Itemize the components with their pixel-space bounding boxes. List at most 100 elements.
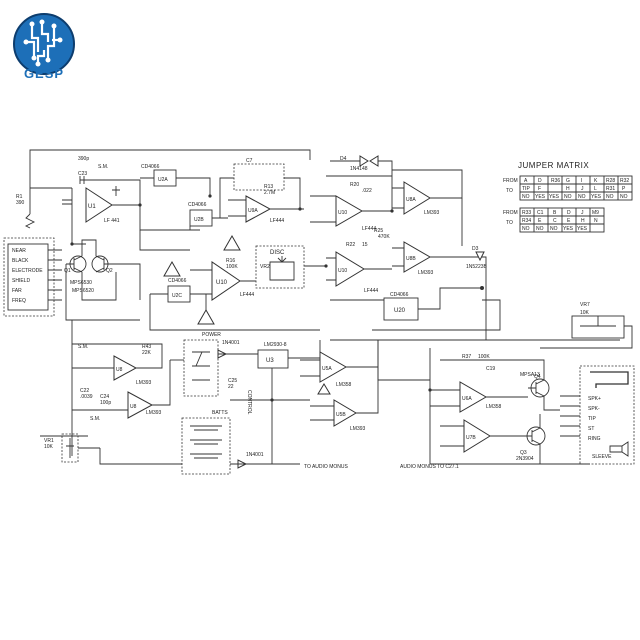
power-section: POWER 1N4001 BATTS 1N4001 LM2930-8 U3 C2… — [181, 332, 348, 475]
vr7-label: VR7 — [580, 302, 590, 308]
jack-ring: RING — [588, 436, 601, 442]
coil-black-label: BLACK — [12, 258, 29, 264]
jm1-h2: R36 — [551, 178, 560, 184]
r20-label: R20 — [350, 182, 359, 188]
jack-spk-plus: SPK+ — [588, 396, 601, 402]
c22-label: C22 — [80, 388, 89, 394]
vr1-label: VR1 — [44, 438, 54, 444]
coil-near-label: NEAR — [12, 248, 26, 254]
u8a-opamp — [403, 181, 431, 215]
jm2-h3: D — [567, 210, 571, 216]
q4-label: Q4 — [534, 374, 541, 380]
jm1-y5: YES — [591, 194, 602, 200]
u9-stage: C7 U9A R13 2.7M LF444 — [219, 158, 304, 224]
jm2-from-label: FROM — [503, 210, 518, 216]
disc-label: DISC — [270, 250, 285, 256]
u10d-label: U10 — [338, 268, 347, 274]
jm1-t3: J — [581, 186, 584, 192]
jm2-y0: NO — [522, 226, 530, 232]
u8b-label: U8B — [406, 256, 416, 262]
u5-chip-2: LM393 — [146, 410, 162, 416]
lf444-label-3: LF444 — [362, 226, 376, 232]
u10-label: U10 — [216, 280, 228, 286]
r20-value: .022 — [362, 188, 372, 194]
d4-label: D4 — [340, 156, 347, 162]
logo-text: GESP — [23, 66, 65, 81]
u9a-label: U9A — [248, 208, 258, 214]
jm2-t1: E — [538, 218, 542, 224]
u2c-label: U2C — [172, 293, 182, 299]
u8a-label: U8A — [406, 197, 416, 203]
jm1-t2: H — [566, 186, 570, 192]
jm1-h0: A — [524, 178, 528, 184]
r43-value: 22K — [142, 350, 152, 356]
u5-comparators: U5A LM358 U5B LM393 — [300, 340, 379, 432]
jm1-h5: K — [594, 178, 598, 184]
jm1-to-label: TO — [506, 188, 513, 194]
u5-chip-1: LM393 — [136, 380, 152, 386]
u20-switch: CD4066 U20 — [330, 287, 620, 341]
logo-icon — [13, 13, 75, 75]
u20-label: U20 — [394, 308, 406, 314]
u8-lower-b: U8 — [130, 404, 137, 410]
u7b-opamp — [463, 419, 491, 453]
jm1-h3: G — [566, 178, 570, 184]
sm-label-3: S.M. — [90, 416, 100, 422]
jack-tip: TIP — [588, 416, 596, 422]
jm1-y7: NO — [620, 194, 628, 200]
jm1-t6: P — [622, 186, 626, 192]
input-stage: R1 390 U1 LF 441 390p C23 S.M. — [16, 156, 168, 245]
u5b-label: U5B — [336, 412, 346, 418]
jm2-t2: C — [553, 218, 557, 224]
u1-chip: LF 441 — [104, 218, 120, 224]
lm358-label-2: LM358 — [486, 404, 502, 410]
vr2-label: VR2 — [260, 264, 270, 270]
jm1-t4: L — [594, 186, 597, 192]
r1-value: 390 — [16, 200, 25, 206]
u8-lower-a: U8 — [116, 367, 123, 373]
r13-label: R13 — [264, 184, 273, 190]
c19-label: C19 — [486, 366, 495, 372]
jm2-to-label: TO — [506, 220, 513, 226]
u2-switches: CD4066 U2A CD4066 U2B CD4066 U2C — [140, 164, 241, 325]
u6a-label: U6A — [462, 396, 472, 402]
vr1-pot: VR1 10K — [44, 433, 100, 463]
jm2-h1: C1 — [537, 210, 544, 216]
sm-label-1: S.M. — [98, 164, 108, 170]
u3-label: U3 — [266, 358, 274, 364]
c7-label: C7 — [246, 158, 253, 164]
vr7-pot: VR7 10K — [540, 302, 633, 349]
jm1-y4: NO — [578, 194, 586, 200]
coil-far-label: FAR — [12, 288, 22, 294]
jumper-matrix: JUMPER MATRIX FROM TO A D R36 G I K R28 … — [503, 161, 633, 233]
lf444-label-1: LF444 — [270, 218, 284, 224]
q2-part: MPS6530 — [70, 280, 92, 286]
power-label: POWER — [202, 332, 221, 338]
r25-value: 470K — [378, 234, 390, 240]
q1-part: MPS6520 — [72, 288, 94, 294]
jumper-matrix-title: JUMPER MATRIX — [518, 161, 589, 170]
u2a-label: U2A — [158, 177, 168, 183]
c25-value: 22 — [228, 384, 234, 390]
c23-value: 390p — [78, 156, 89, 162]
jm1-h6: R28 — [606, 178, 615, 184]
q3-part: 2N3904 — [516, 456, 534, 462]
d5-label: 1N4001 — [222, 340, 240, 346]
r43-label: R43 — [142, 344, 151, 350]
headphone-jack: SPK+ SPK- TIP ST RING SLEEVE — [560, 365, 635, 465]
lm393-label-3: LM393 — [350, 426, 366, 432]
u8-chip-1: LM393 — [424, 210, 440, 216]
u8-chip-2: LM393 — [418, 270, 434, 276]
coil-connector: NEAR BLACK ELECTRODE SHIELD FAR FREQ — [3, 237, 62, 317]
u10-opamp — [211, 261, 241, 301]
r22-value: 15 — [362, 242, 368, 248]
r22-label: R22 — [346, 242, 355, 248]
jumper-table-1: FROM TO A D R36 G I K R28 R32 TIP F H J … — [503, 175, 633, 201]
jm1-t5: R31 — [606, 186, 615, 192]
jm1-h4: I — [581, 178, 582, 184]
u5a-label: U5A — [322, 366, 332, 372]
u5a-opamp — [319, 351, 348, 383]
jm1-y6: NO — [606, 194, 614, 200]
coil-shield-label: SHIELD — [12, 278, 30, 284]
